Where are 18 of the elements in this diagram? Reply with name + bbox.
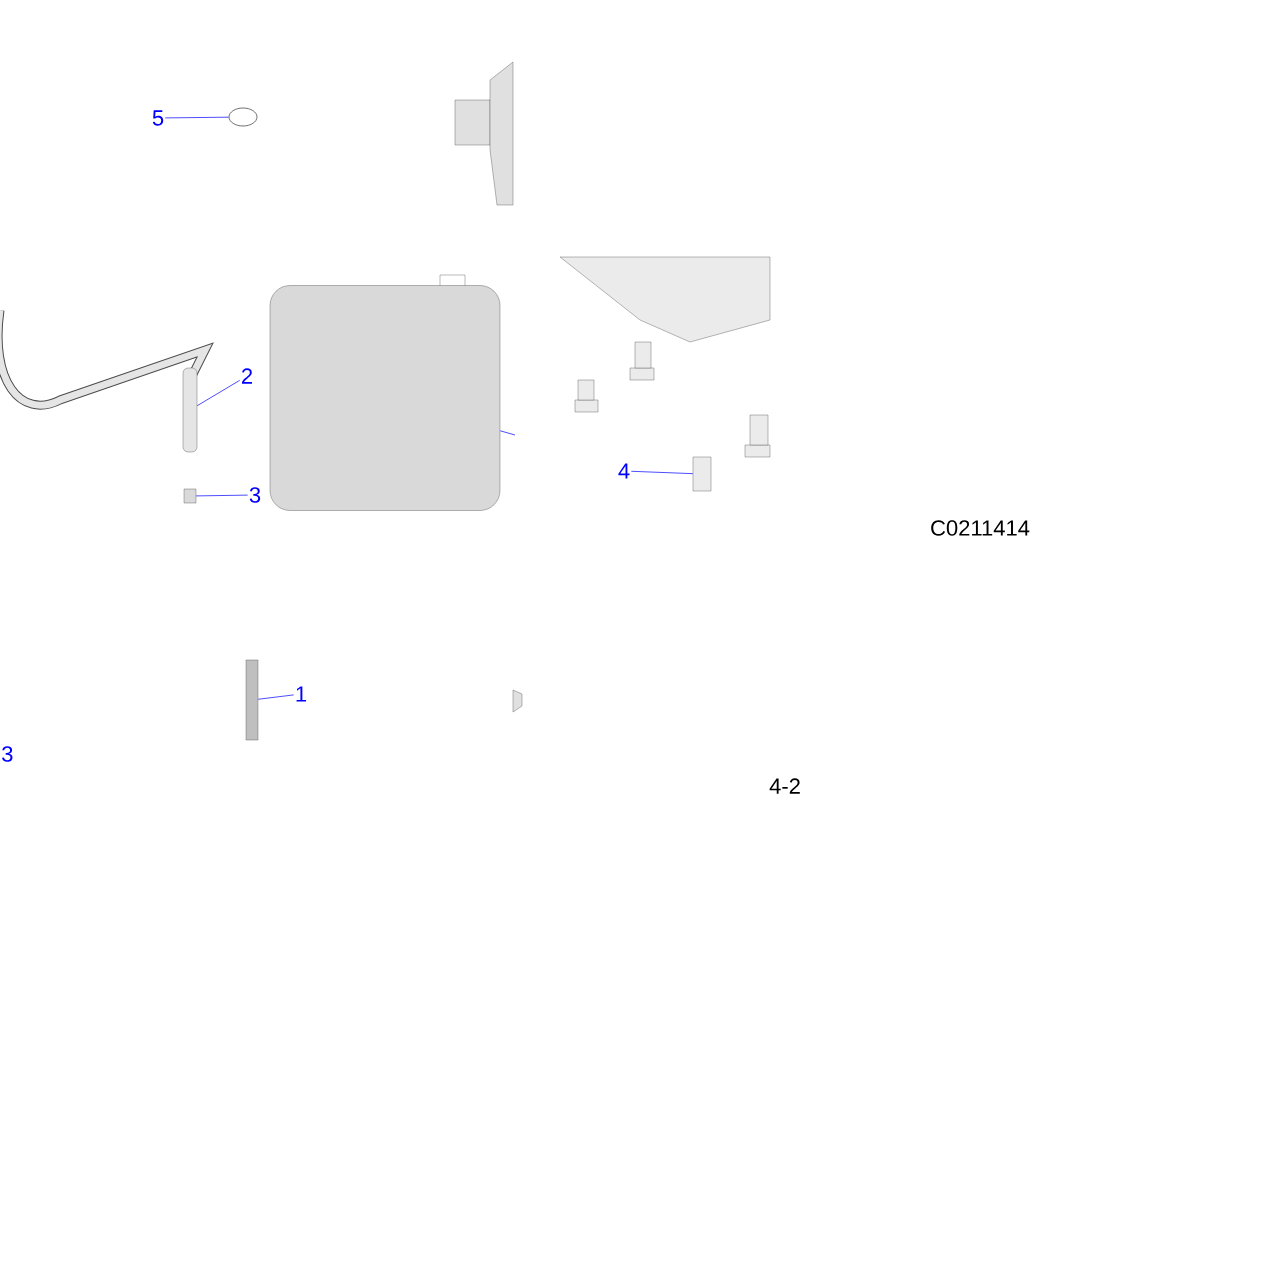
callout-number: 2: [239, 367, 255, 385]
leader-line: [195, 494, 249, 497]
page-reference: 4-2: [769, 778, 800, 794]
callout-number: 3: [2, 746, 13, 762]
leader-line: [257, 694, 295, 700]
transmission-drawing: [269, 274, 501, 511]
bolt-drawing: [692, 456, 712, 492]
callout-number: 4: [616, 462, 632, 480]
cover-drawing: [245, 659, 259, 741]
leader-line: [499, 430, 516, 436]
clamp-drawing: [183, 488, 197, 504]
drawing-number: C0211414: [931, 520, 1030, 536]
leader-line: [164, 116, 229, 119]
callout-number: 1: [293, 685, 309, 703]
tie-strap-drawing: [228, 107, 258, 127]
leader-line: [631, 470, 694, 474]
callout-number: 3: [247, 486, 263, 504]
callout-number: 5: [150, 109, 166, 127]
